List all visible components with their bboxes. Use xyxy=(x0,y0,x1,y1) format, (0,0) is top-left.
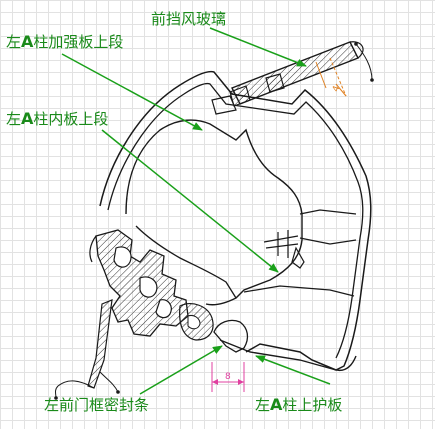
door-edge-point-b xyxy=(116,390,120,394)
label-a-pillar-reinforcement: 左A柱加强板上段 xyxy=(6,32,124,52)
label-a-pillar-trim: 左A柱上护板 xyxy=(255,395,343,415)
a-pillar-trim-outline xyxy=(219,339,357,372)
leader-a-pillar-reinforcement xyxy=(61,53,203,131)
label-windshield: 前挡风玻璃 xyxy=(151,10,227,28)
door-edge-point-a xyxy=(54,396,58,400)
a-pillar-reinforcement-outline xyxy=(99,70,372,371)
label-a-pillar-inner: 左A柱内板上段 xyxy=(6,109,109,129)
door-frame-seal xyxy=(89,229,214,341)
a-pillar-trim-end xyxy=(213,319,249,353)
windshield-glass xyxy=(231,41,374,105)
leader-door-frame-seal xyxy=(139,345,223,395)
fastener-clip xyxy=(263,230,305,269)
door-outer-panel xyxy=(87,299,113,389)
leader-a-pillar-inner xyxy=(101,129,279,273)
dimension-windshield-gap xyxy=(315,57,347,97)
label-door-frame-seal: 左前门框密封条 xyxy=(44,396,150,414)
leader-windshield xyxy=(209,27,307,67)
dimension-trim-gap-value: 8 xyxy=(225,372,231,382)
a-pillar-inner-panel-lower xyxy=(135,225,237,299)
a-pillar-reinforcement-inner xyxy=(107,82,364,359)
door-edge-curve-b xyxy=(99,371,119,393)
inner-flange xyxy=(243,209,357,297)
door-edge-curve xyxy=(55,380,95,399)
a-pillar-inner-panel-outline xyxy=(125,119,303,306)
dimension-trim-gap xyxy=(211,362,245,392)
leader-a-pillar-trim xyxy=(255,355,331,385)
windshield-adhesive xyxy=(211,73,285,115)
